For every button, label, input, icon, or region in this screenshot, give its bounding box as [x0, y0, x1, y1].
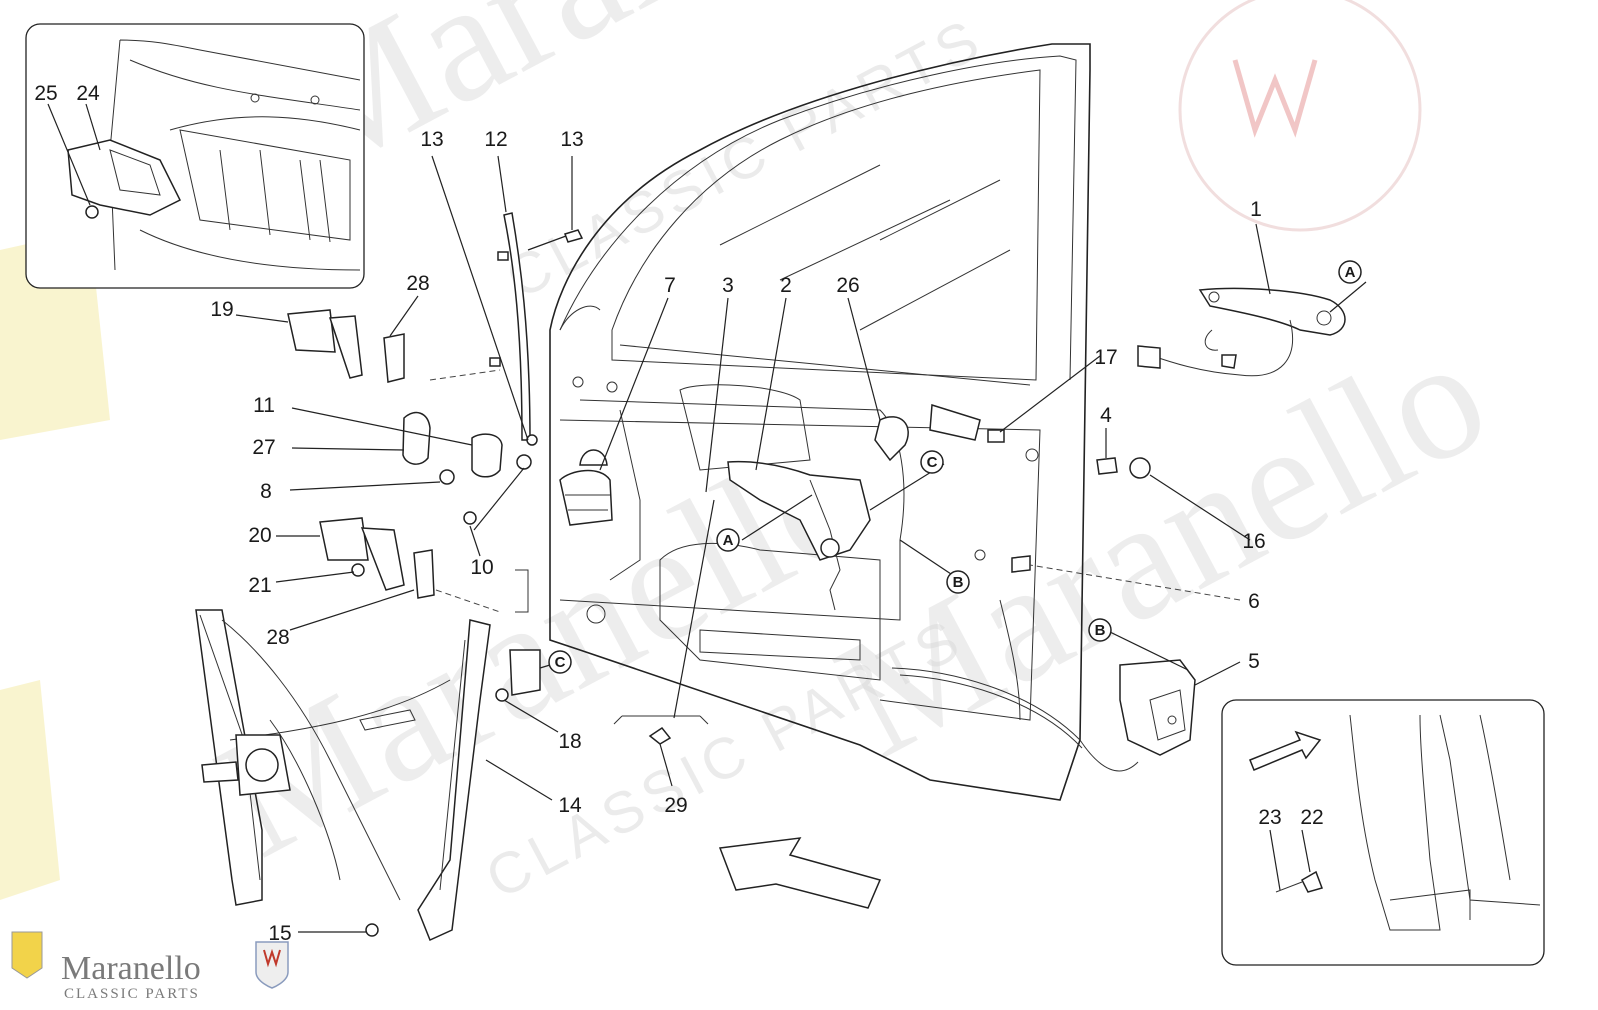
part-label-19: 19	[210, 298, 233, 321]
part-label-28a: 28	[406, 272, 429, 295]
callout-circle-b2	[1088, 618, 1112, 642]
right-fasteners	[1011, 457, 1151, 573]
callout-circle-c1	[920, 450, 944, 474]
part-label-16: 16	[1242, 530, 1265, 553]
part-number-labels: 1 2 3 4 5 6 7 8 10 11 12 13 13 14 15 16 …	[34, 82, 1323, 945]
outer-door-handle	[1137, 287, 1346, 377]
door-assembly	[549, 43, 1091, 801]
part-label-20: 20	[248, 524, 271, 547]
part-label-6: 6	[1248, 590, 1260, 613]
part-label-22: 22	[1300, 806, 1323, 829]
callout-c1: C	[927, 454, 938, 471]
part-label-24: 24	[76, 82, 100, 105]
clip-29-bracket	[613, 715, 709, 725]
callout-circle-a2	[716, 528, 740, 552]
part-label-2: 2	[780, 274, 792, 297]
part-label-27: 27	[252, 436, 275, 459]
part-label-23: 23	[1258, 806, 1281, 829]
callout-c2: C	[555, 654, 566, 671]
inset-interior-door-handle	[25, 23, 365, 289]
part-label-29: 29	[664, 794, 687, 817]
brand-logos	[11, 931, 289, 989]
ferrari-shield-icon	[11, 931, 43, 979]
part-label-18: 18	[558, 730, 581, 753]
part-label-10: 10	[470, 556, 493, 579]
callout-circle-c2	[548, 650, 572, 674]
part-label-8: 8	[260, 480, 272, 503]
part-label-28b: 28	[266, 626, 289, 649]
hinges-and-fasteners	[287, 309, 541, 702]
window-regulator	[195, 609, 491, 942]
inset-door-pillar	[1221, 699, 1545, 966]
callout-b1: B	[953, 574, 964, 591]
part-label-25: 25	[34, 82, 57, 105]
part-label-12: 12	[484, 128, 507, 151]
callout-a2: A	[723, 532, 734, 549]
part-label-14: 14	[558, 794, 582, 817]
part-label-4: 4	[1100, 404, 1112, 427]
brand-mark: Maranello CLASSIC PARTS	[6, 946, 326, 1006]
part-label-1: 1	[1250, 198, 1262, 221]
brand-tagline: CLASSIC PARTS	[64, 986, 200, 1002]
callout-markers: A A B B C C	[548, 260, 1362, 674]
callout-circle-b1	[946, 570, 970, 594]
callout-circle-a1	[1338, 260, 1362, 284]
part-label-26: 26	[836, 274, 859, 297]
clip-29	[648, 726, 672, 745]
door-check-strap	[559, 449, 613, 526]
part-label-5: 5	[1248, 650, 1260, 673]
part-label-11: 11	[253, 394, 275, 417]
door-lock-actuator	[891, 659, 1196, 772]
front-direction-arrow	[718, 837, 882, 909]
part-label-17: 17	[1094, 346, 1117, 369]
part-label-21: 21	[248, 574, 271, 597]
part-label-13b: 13	[560, 128, 583, 151]
callout-b2: B	[1095, 622, 1106, 639]
brand-name: Maranello	[61, 950, 201, 987]
part-label-13a: 13	[420, 128, 443, 151]
trident-icon	[263, 948, 281, 968]
part-label-3: 3	[722, 274, 734, 297]
inner-lock-mechanism	[727, 404, 1005, 611]
part-label-15: 15	[268, 922, 291, 945]
callout-a1: A	[1345, 264, 1356, 281]
part-label-7: 7	[664, 274, 676, 297]
